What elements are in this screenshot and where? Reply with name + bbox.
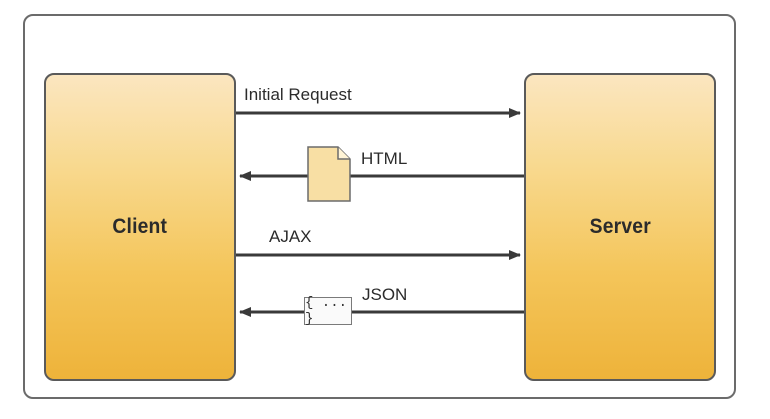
ajax-label: AJAX (269, 227, 312, 246)
server-label: Server (589, 215, 651, 238)
client-label: Client (112, 215, 168, 238)
server-node: Server (524, 73, 716, 381)
html-label: HTML (361, 149, 408, 168)
json-label: JSON (362, 285, 408, 304)
json-braces-icon: { ... } (304, 295, 352, 327)
document-icon (307, 146, 351, 202)
client-node: Client (44, 73, 236, 381)
initial-request-label: Initial Request (244, 85, 352, 104)
